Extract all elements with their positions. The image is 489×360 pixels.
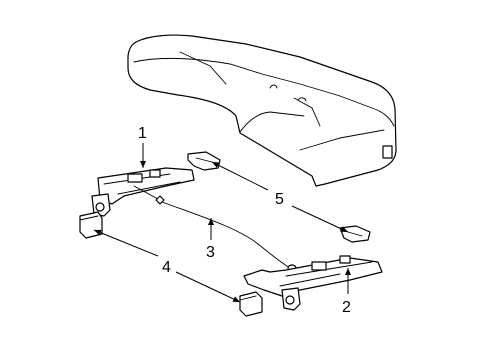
callout-5: 5 [275, 191, 284, 208]
callout-3: 3 [206, 244, 215, 261]
leader-line-5b [291, 205, 349, 233]
track-end-cap-right [239, 291, 263, 317]
callout-1: 1 [138, 125, 147, 142]
callout-4: 4 [162, 259, 171, 276]
seat-track-left [91, 167, 195, 217]
seat-track-right [243, 255, 383, 311]
track-cover-upper [187, 151, 221, 171]
track-cover-lower [339, 225, 371, 243]
leader-line-4b [175, 271, 241, 303]
seat-cushion [127, 34, 397, 187]
track-end-cap-left [79, 211, 103, 239]
callout-2: 2 [342, 299, 351, 316]
leader-line-5a [211, 161, 269, 191]
leader-line-4a [93, 229, 159, 257]
